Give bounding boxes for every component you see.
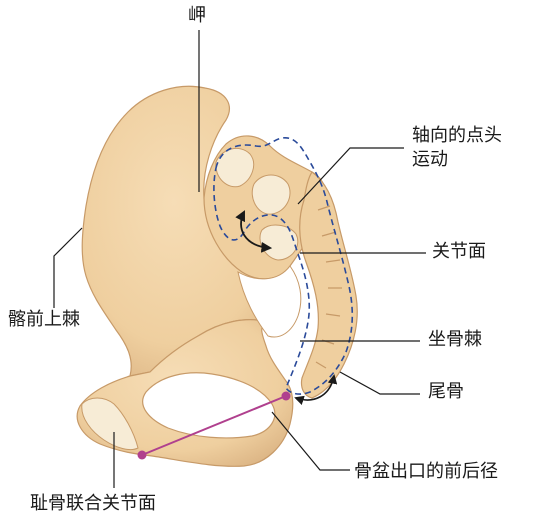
label-axial-nodding: 轴向的点头 运动 [412, 124, 502, 172]
label-coccyx: 尾骨 [428, 380, 464, 404]
dot-marker-icon [282, 392, 291, 401]
dot-marker-icon [138, 451, 147, 460]
label-asis: 髂前上棘 [8, 308, 80, 332]
label-joint-surface: 关节面 [432, 240, 486, 264]
label-axial-nodding-line2: 运动 [412, 148, 502, 172]
label-promontory: 岬 [188, 4, 206, 28]
label-ischial-spine: 坐骨棘 [428, 328, 482, 352]
label-axial-nodding-line1: 轴向的点头 [412, 124, 502, 148]
label-pelvic-outlet: 骨盆出口的前后径 [354, 460, 498, 484]
label-pubic-symphysis: 耻骨联合关节面 [30, 492, 156, 516]
